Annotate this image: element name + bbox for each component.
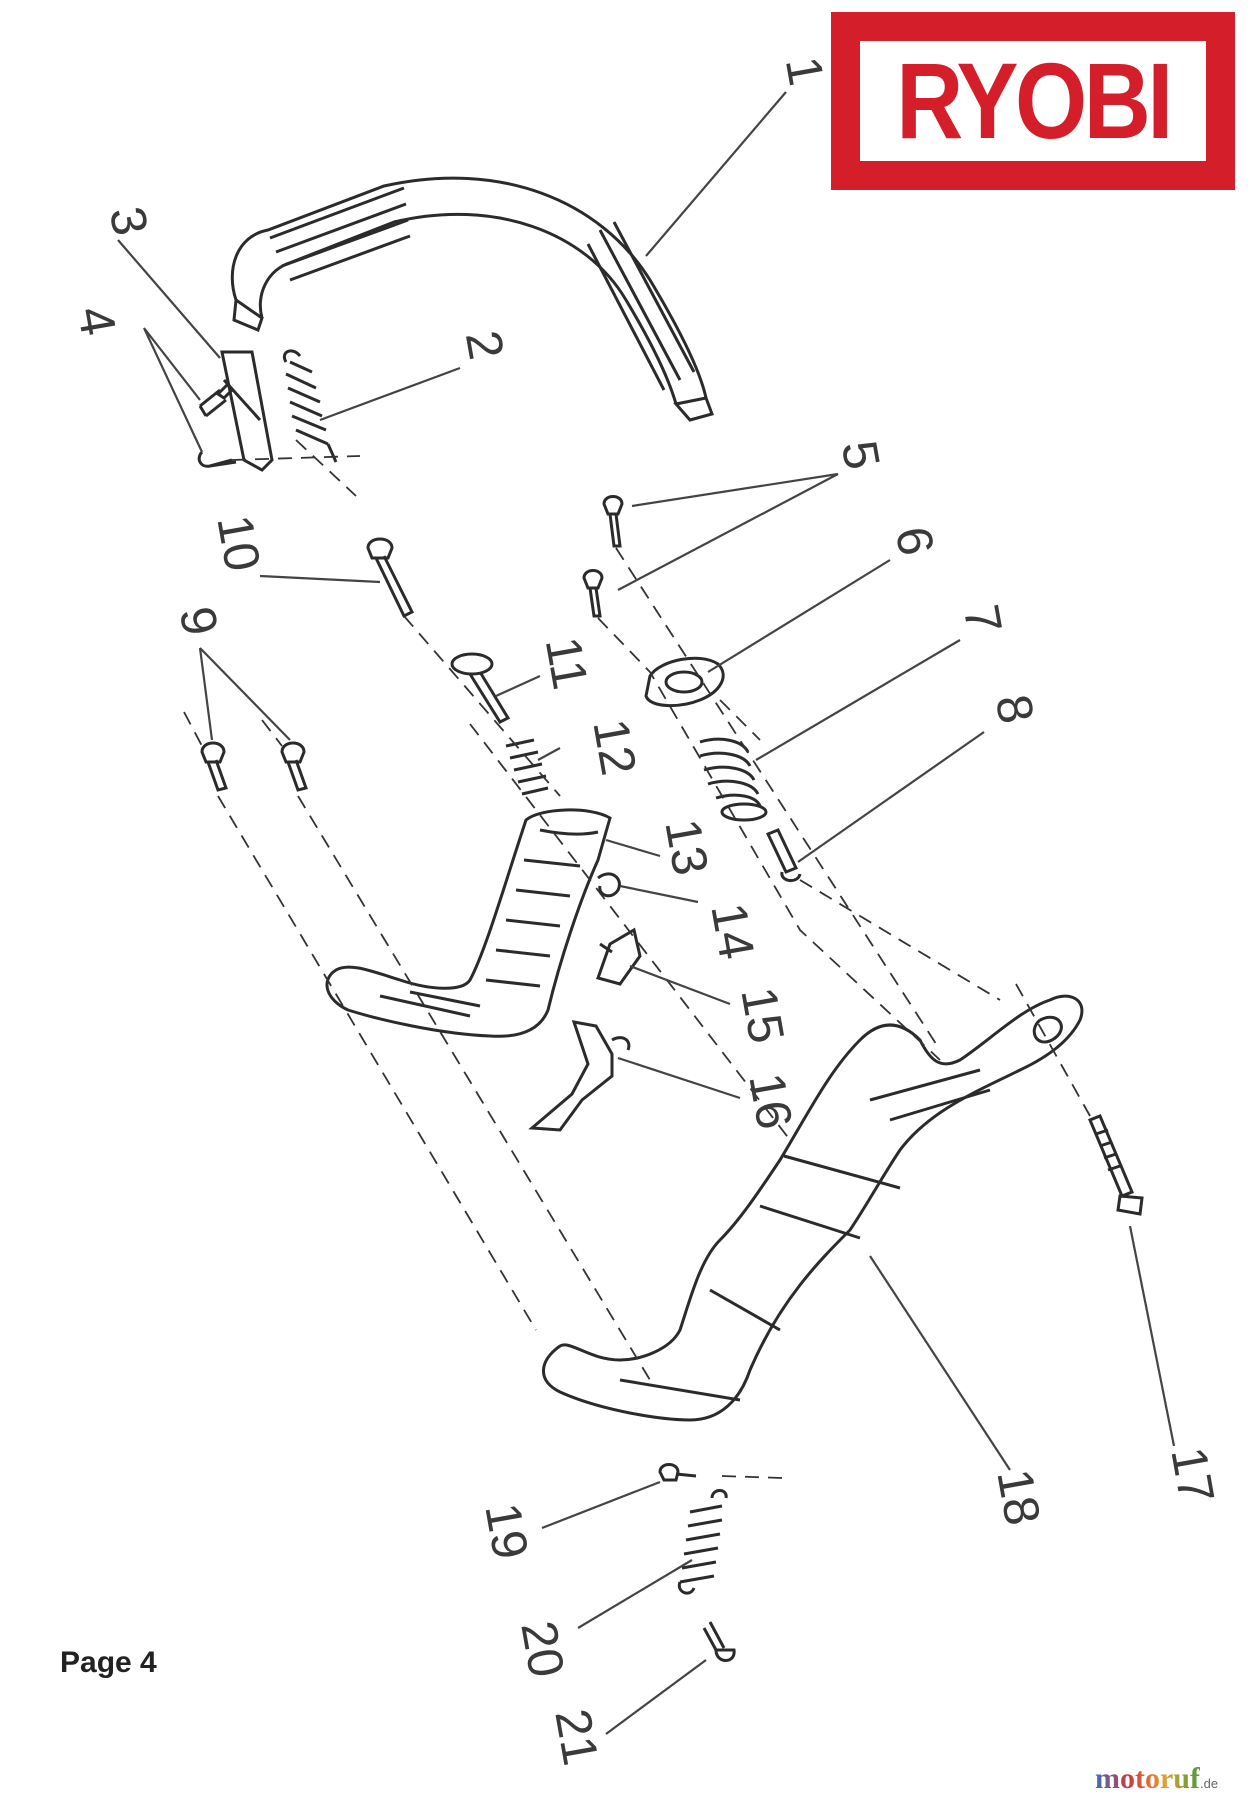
leader-4 [143,327,203,453]
leader-18 [869,1255,1011,1471]
leader-3 [117,239,221,359]
watermark-suffix: .de [1199,1776,1219,1791]
callout-7: 7 [953,600,1013,637]
callout-3: 3 [99,202,159,239]
callout-15: 15 [730,983,795,1048]
callout-18: 18 [986,1465,1051,1530]
part-13-trigger [325,808,612,1038]
leader-17 [1128,1225,1176,1447]
part-9-screws [200,741,308,792]
leader-6 [707,559,891,673]
callout-8: 8 [985,690,1045,727]
part-11-pin [450,652,511,724]
part-6-gasket [644,656,725,708]
leader-2 [319,366,461,422]
leader-10 [259,574,381,584]
leader-15 [629,964,731,1006]
callout-11: 11 [535,633,599,694]
watermark: motoruf.de [1095,1762,1218,1796]
callout-10: 10 [206,511,271,576]
leader-11 [495,674,541,698]
logo-plate: RYOBI [860,41,1206,161]
callout-1: 1 [775,52,835,89]
leader-16 [617,1056,741,1100]
leader-13 [605,838,661,858]
ryobi-logo: RYOBI [831,12,1235,190]
leader-20 [577,1559,693,1629]
callout-20: 20 [510,1617,575,1682]
part-10-screw [366,537,415,619]
leader-8 [797,731,985,863]
callout-6: 6 [885,522,945,559]
part-8-screw [765,828,802,882]
callout-19: 19 [474,1499,539,1564]
part-15-lock [596,927,642,986]
callout-12: 12 [582,715,647,780]
part-20-spring [677,1489,728,1595]
part-2-spring [283,349,338,463]
leader-14 [619,884,699,904]
part-3-bracket [220,350,274,472]
part-1-front-handle [230,176,714,422]
leader-lines [117,91,1176,1735]
part-17-bolt [1088,1114,1144,1216]
leader-9 [198,647,291,741]
callout-16: 16 [738,1069,803,1134]
part-12-spring [505,738,549,796]
callout-4: 4 [67,302,127,339]
part-5-screws [582,495,624,618]
leader-1 [645,91,787,257]
callout-17: 17 [1160,1443,1225,1508]
watermark-text: motoruf [1095,1762,1200,1795]
callout-2: 2 [455,326,515,363]
leader-19 [541,1480,661,1530]
part-21-screw [702,1621,736,1662]
leader-5 [617,472,839,591]
part-14-clip [597,872,621,898]
part-19-screw [658,1463,697,1482]
callout-14: 14 [700,899,765,964]
part-16-lever [528,1020,631,1132]
callout-5: 5 [831,436,891,473]
leader-12 [537,747,561,761]
assembly-lines [183,439,1091,1479]
part-7-spring [699,737,768,822]
leader-7 [755,639,961,761]
callout-13: 13 [654,815,719,880]
callout-21: 21 [544,1705,609,1770]
leader-21 [605,1659,707,1735]
callout-9: 9 [169,602,229,639]
part-18-rear-handle [542,994,1084,1422]
logo-text: RYOBI [896,40,1173,161]
callout-labels: 1 2 3 4 5 6 7 8 9 10 11 12 13 14 15 16 1… [67,52,1225,1769]
part-4-screws [197,381,237,468]
page-label: Page 4 [60,1646,157,1679]
